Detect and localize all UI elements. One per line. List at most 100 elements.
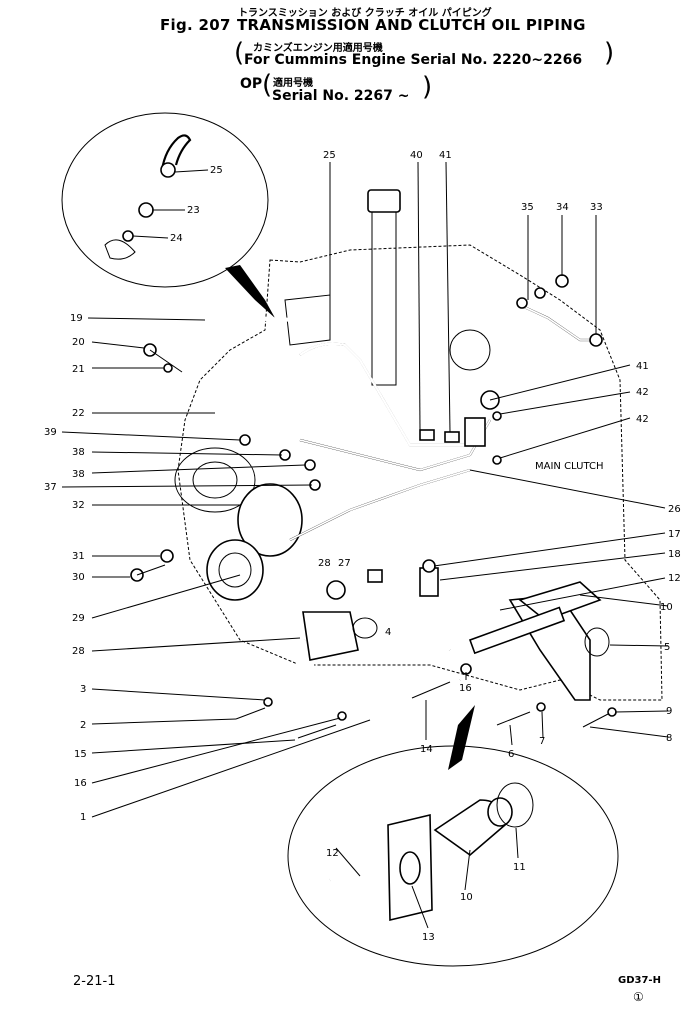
callout-28: 28: [318, 558, 331, 569]
detail-o-ring-11: [496, 782, 534, 828]
detail-mesh: [487, 797, 513, 827]
detail-o-ring-13: [399, 851, 421, 885]
callout-40: 40: [410, 150, 423, 161]
callout-23: 23: [187, 205, 200, 216]
callout-20: 20: [72, 337, 85, 348]
callout-18: 18: [668, 549, 681, 560]
washer-31: [160, 549, 174, 563]
washer-16: [337, 711, 347, 721]
callout-35: 35: [521, 202, 534, 213]
nut-34: [555, 274, 569, 288]
callout-32: 32: [72, 500, 85, 511]
revision-mark: ①: [633, 990, 644, 1004]
washer-21: [163, 363, 173, 373]
callout-42a: 42: [636, 387, 649, 398]
fitting-39: [239, 434, 251, 446]
housing-port-left: [174, 447, 256, 513]
callout-28-left: 28: [72, 646, 85, 657]
jp-title: トランスミッション および クラッチ オイル パイピング: [238, 8, 492, 19]
pipe-10-end: [518, 581, 602, 621]
callout-8: 8: [666, 733, 672, 744]
fitting-35a: [516, 297, 528, 309]
pipe-25: [299, 342, 470, 447]
op-label: OP: [240, 76, 263, 92]
filter-base-29: [206, 539, 264, 601]
fitting-40: [419, 429, 435, 441]
filter-base-inner: [218, 552, 252, 588]
callout-33: 33: [590, 202, 603, 213]
callout-14: 14: [420, 744, 433, 755]
callout-17: 17: [668, 529, 681, 540]
bolt-8: [582, 712, 611, 728]
model-code: GD37-H: [618, 975, 661, 986]
callout-21: 21: [72, 364, 85, 375]
callout-3: 3: [80, 684, 86, 695]
block-main-clutch: [464, 417, 486, 447]
callout-34: 34: [556, 202, 569, 213]
callout-22: 22: [72, 408, 85, 419]
callout-4: 4: [385, 627, 391, 638]
paren-open-1: (: [234, 38, 245, 68]
bolt-6: [496, 711, 531, 726]
oil-filter-32: [237, 483, 303, 557]
paren-close-1: ): [604, 38, 615, 68]
callout-37: 37: [44, 482, 57, 493]
transmission-housing-outline: [177, 244, 663, 701]
shaft-cap: [367, 189, 401, 213]
pipe-lower-26-inner: [289, 469, 471, 541]
detail-housing-fragment: [104, 239, 136, 260]
detail-nut-23: [138, 202, 154, 218]
callout-9: 9: [666, 706, 672, 717]
plug-28: [326, 580, 346, 600]
callout-27: 27: [338, 558, 351, 569]
figure-number: Fig. 207: [160, 16, 231, 34]
paren-open-2: (: [262, 70, 273, 100]
pipe-25-inner: [299, 342, 470, 447]
callout-31: 31: [72, 551, 85, 562]
fitting-27: [367, 569, 383, 583]
callout-41-right: 41: [636, 361, 649, 372]
callout-38b: 38: [72, 469, 85, 480]
o-ring-4: [352, 617, 378, 639]
fitting-35b: [534, 287, 546, 299]
pipe-19-inner: [198, 315, 452, 651]
callout-16-right: 16: [459, 683, 472, 694]
callout-7: 7: [539, 736, 545, 747]
callout-42b: 42: [636, 414, 649, 425]
detail-bubble-fitting: [61, 112, 269, 288]
housing-boss-right: [449, 329, 491, 371]
detail-nut-25: [160, 162, 176, 178]
callout-5: 5: [664, 642, 670, 653]
fitting-17: [422, 559, 436, 573]
callout-25-detail: 25: [210, 165, 223, 176]
subtitle-cummins: For Cummins Engine Serial No. 2220~2266: [244, 52, 583, 68]
jp-subtitle-1: カミンズエンジン用適用号機: [253, 43, 383, 54]
leader-lines: [61, 161, 669, 929]
callout-38a: 38: [72, 447, 85, 458]
input-shaft: [371, 204, 397, 386]
callout-12: 12: [668, 573, 681, 584]
washer-9: [607, 707, 617, 717]
jp-subtitle-2: 適用号機: [273, 78, 313, 89]
bolt-shank-20: [149, 349, 183, 373]
callout-13: 13: [422, 932, 435, 943]
callout-19: 19: [70, 313, 83, 324]
callout-12-detail: 12: [326, 848, 339, 859]
callout-24: 24: [170, 233, 183, 244]
bolt-2: [235, 707, 266, 720]
housing-port-left-inner: [192, 461, 238, 499]
fitting-41: [444, 431, 460, 443]
subtitle-serial: Serial No. 2267 ~: [272, 88, 410, 104]
bolt-14: [411, 681, 451, 699]
callout-6: 6: [508, 749, 514, 760]
paren-close-2: ): [422, 72, 433, 102]
callout-11: 11: [513, 862, 526, 873]
callout-29: 29: [72, 613, 85, 624]
bolt-shank-30: [136, 564, 166, 576]
ring-42b: [492, 455, 502, 465]
ring-42a: [492, 411, 502, 421]
flange-left: [302, 611, 359, 661]
callout-30: 30: [72, 572, 85, 583]
callout-25: 25: [323, 150, 336, 161]
